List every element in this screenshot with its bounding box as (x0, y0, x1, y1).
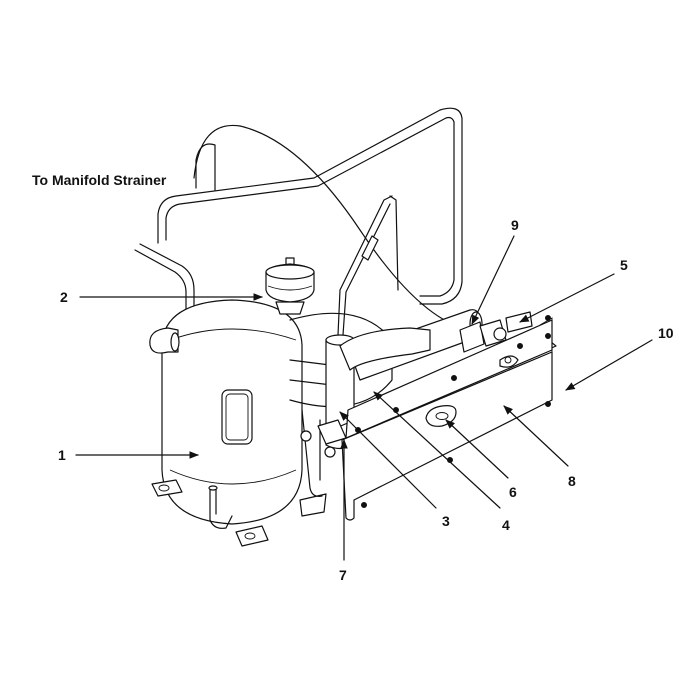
manifold-strainer-label: To Manifold Strainer (32, 172, 167, 188)
callout-7: 7 (339, 567, 347, 583)
leader-9 (471, 235, 515, 325)
callout-3: 3 (442, 513, 450, 529)
mounting-bracket (335, 315, 557, 521)
callout-9: 9 (511, 217, 519, 233)
service-valve (459, 311, 533, 353)
bracket-tab (317, 419, 347, 445)
leader-3 (339, 411, 437, 509)
filter-drier (265, 257, 315, 315)
discharge-tube (157, 107, 471, 331)
callout-4: 4 (502, 517, 510, 533)
callout-2: 2 (60, 289, 68, 305)
leader-4 (373, 391, 501, 509)
callout-5: 5 (620, 257, 628, 273)
callout-6: 6 (509, 484, 517, 500)
leader-5 (519, 273, 615, 323)
callout-10: 10 (658, 325, 674, 341)
callout-8: 8 (568, 473, 576, 489)
callout-1: 1 (58, 447, 66, 463)
compressor (149, 299, 327, 547)
leader-10 (565, 339, 653, 391)
leader-lines (75, 235, 653, 561)
leader-6 (445, 419, 509, 479)
leader-8 (503, 405, 569, 467)
